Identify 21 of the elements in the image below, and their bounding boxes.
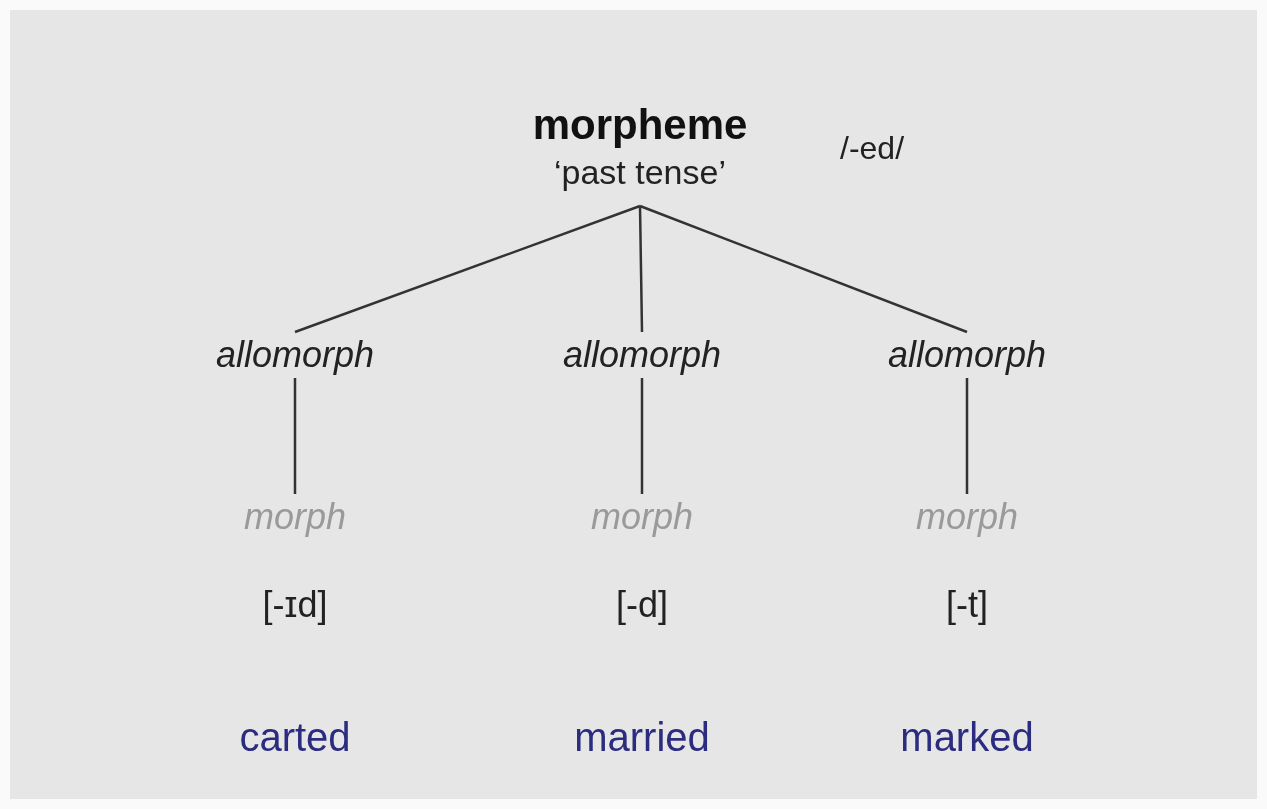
- tree-branch-line: [965, 378, 969, 494]
- node-label: morph: [243, 495, 346, 539]
- phonetic-form: [-ɪd]: [262, 583, 328, 627]
- example-word: married: [574, 714, 710, 761]
- phonetic-form: [-d]: [616, 583, 668, 627]
- node-gloss: ‘past tense’: [554, 152, 726, 193]
- node-label: morph: [590, 495, 693, 539]
- tree-branch-line: [638, 205, 644, 333]
- node-annotation: /-ed/: [840, 129, 905, 168]
- tree-branch-line: [293, 378, 297, 494]
- node-heading: morpheme: [532, 100, 748, 150]
- phonetic-form: [-t]: [946, 583, 988, 627]
- node-label: allomorph: [562, 333, 722, 377]
- tree-branch-line: [294, 204, 641, 334]
- tree-branch-line: [639, 204, 968, 334]
- node-label: allomorph: [215, 333, 375, 377]
- tree-branch-line: [640, 378, 644, 494]
- example-word: carted: [239, 714, 351, 761]
- example-word: marked: [900, 714, 1034, 761]
- node-label: allomorph: [887, 333, 1047, 377]
- node-label: morph: [915, 495, 1018, 539]
